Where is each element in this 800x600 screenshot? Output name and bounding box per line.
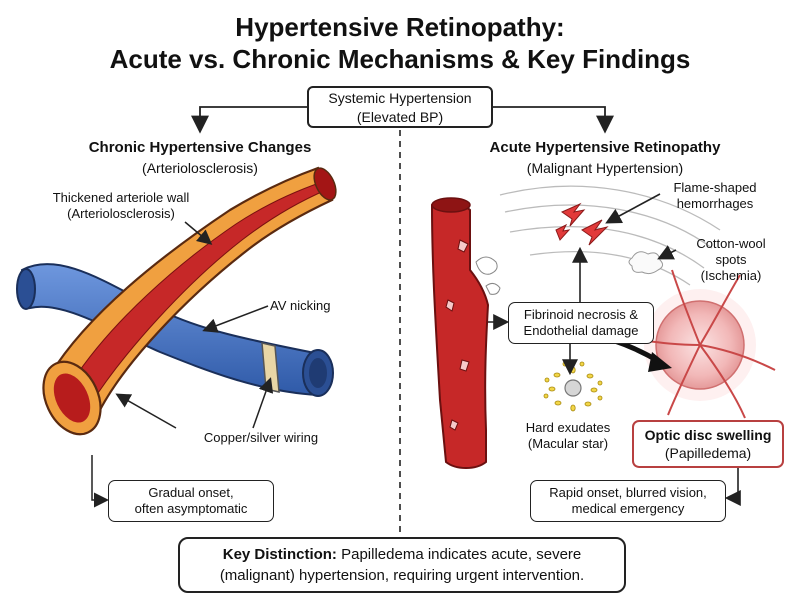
flame-line-2: hemorrhages <box>676 196 754 211</box>
hard-exudate-marks <box>543 361 603 412</box>
copper-silver-wiring-label: Copper/silver wiring <box>203 430 319 445</box>
key-bold: Key Distinction: <box>222 546 337 563</box>
optic-line-2: (Papilledema) <box>664 445 752 461</box>
key-line-1: Key Distinction: Papilledema indicates a… <box>180 544 624 565</box>
thickened-wall-label: Thickened arteriole wall (Arterioloscler… <box>36 190 206 222</box>
optic-line-1: Optic disc swelling <box>644 427 772 443</box>
fibrinoid-necrosis-box: Fibrinoid necrosis & Endothelial damage <box>508 302 654 344</box>
hard-exudates-label: Hard exudates (Macular star) <box>508 420 628 452</box>
key-text-1: Papilledema indicates acute, severe <box>336 546 582 563</box>
flame-hemorrhage-marks <box>555 202 609 246</box>
damaged-vessel-illustration <box>430 197 501 469</box>
chronic-heading: Chronic Hypertensive Changes <box>88 139 312 156</box>
flame-hemorrhages-label: Flame-shaped hemorrhages <box>660 180 770 212</box>
acute-subheading: (Malignant Hypertension) <box>526 160 684 176</box>
cotton-line-3: (Ischemia) <box>700 268 762 283</box>
acute-outcome-box: Rapid onset, blurred vision, medical eme… <box>530 480 726 522</box>
acute-heading: Acute Hypertensive Retinopathy <box>489 139 721 156</box>
av-nicking-label: AV nicking <box>270 298 331 313</box>
cotton-wool-label: Cotton-wool spots (Ischemia) <box>676 236 786 284</box>
cotton-wool-marks <box>628 251 664 275</box>
chronic-leaders <box>91 221 274 508</box>
chronic-outcome-line-1: Gradual onset, <box>148 485 234 500</box>
chronic-outcome-line-2: often asymptomatic <box>134 501 248 516</box>
title-line-1: Hypertensive Retinopathy: <box>235 12 565 42</box>
acute-connectors <box>488 193 741 506</box>
root-connectors <box>191 106 614 134</box>
chronic-subheading: (Arteriolosclerosis) <box>142 160 258 176</box>
cotton-line-1: Cotton-wool <box>696 236 766 251</box>
title-line-2: Acute vs. Chronic Mechanisms & Key Findi… <box>109 44 691 74</box>
chronic-outcome-box: Gradual onset, often asymptomatic <box>108 480 274 522</box>
optic-disc-swelling-box: Optic disc swelling (Papilledema) <box>632 420 784 468</box>
key-line-2: (malignant) hypertension, requiring urge… <box>219 567 585 584</box>
root-line-1: Systemic Hypertension <box>328 90 472 106</box>
systemic-hypertension-box: Systemic Hypertension (Elevated BP) <box>307 86 493 128</box>
exudates-line-2: (Macular star) <box>527 436 609 451</box>
optic-disc-arrowhead <box>648 352 672 372</box>
root-line-2: (Elevated BP) <box>356 109 444 125</box>
mechanism-line-1: Fibrinoid necrosis & <box>523 307 639 322</box>
arteriole-illustration <box>42 166 337 436</box>
acute-outcome-line-2: medical emergency <box>571 501 685 516</box>
exudates-line-1: Hard exudates <box>525 420 611 435</box>
optic-disc-illustration <box>639 269 776 419</box>
key-distinction-box: Key Distinction: Papilledema indicates a… <box>178 537 626 593</box>
mechanism-line-2: Endothelial damage <box>523 323 639 338</box>
acute-outcome-line-1: Rapid onset, blurred vision, <box>549 485 707 500</box>
thickened-line-1: Thickened arteriole wall <box>52 190 190 205</box>
acute-heading-group: Acute Hypertensive Retinopathy (Malignan… <box>445 138 765 178</box>
thickened-line-2: (Arteriolosclerosis) <box>67 206 175 221</box>
chronic-heading-group: Chronic Hypertensive Changes (Arteriolos… <box>50 138 350 178</box>
cotton-line-2: spots <box>715 252 747 267</box>
flame-line-1: Flame-shaped <box>673 180 757 195</box>
